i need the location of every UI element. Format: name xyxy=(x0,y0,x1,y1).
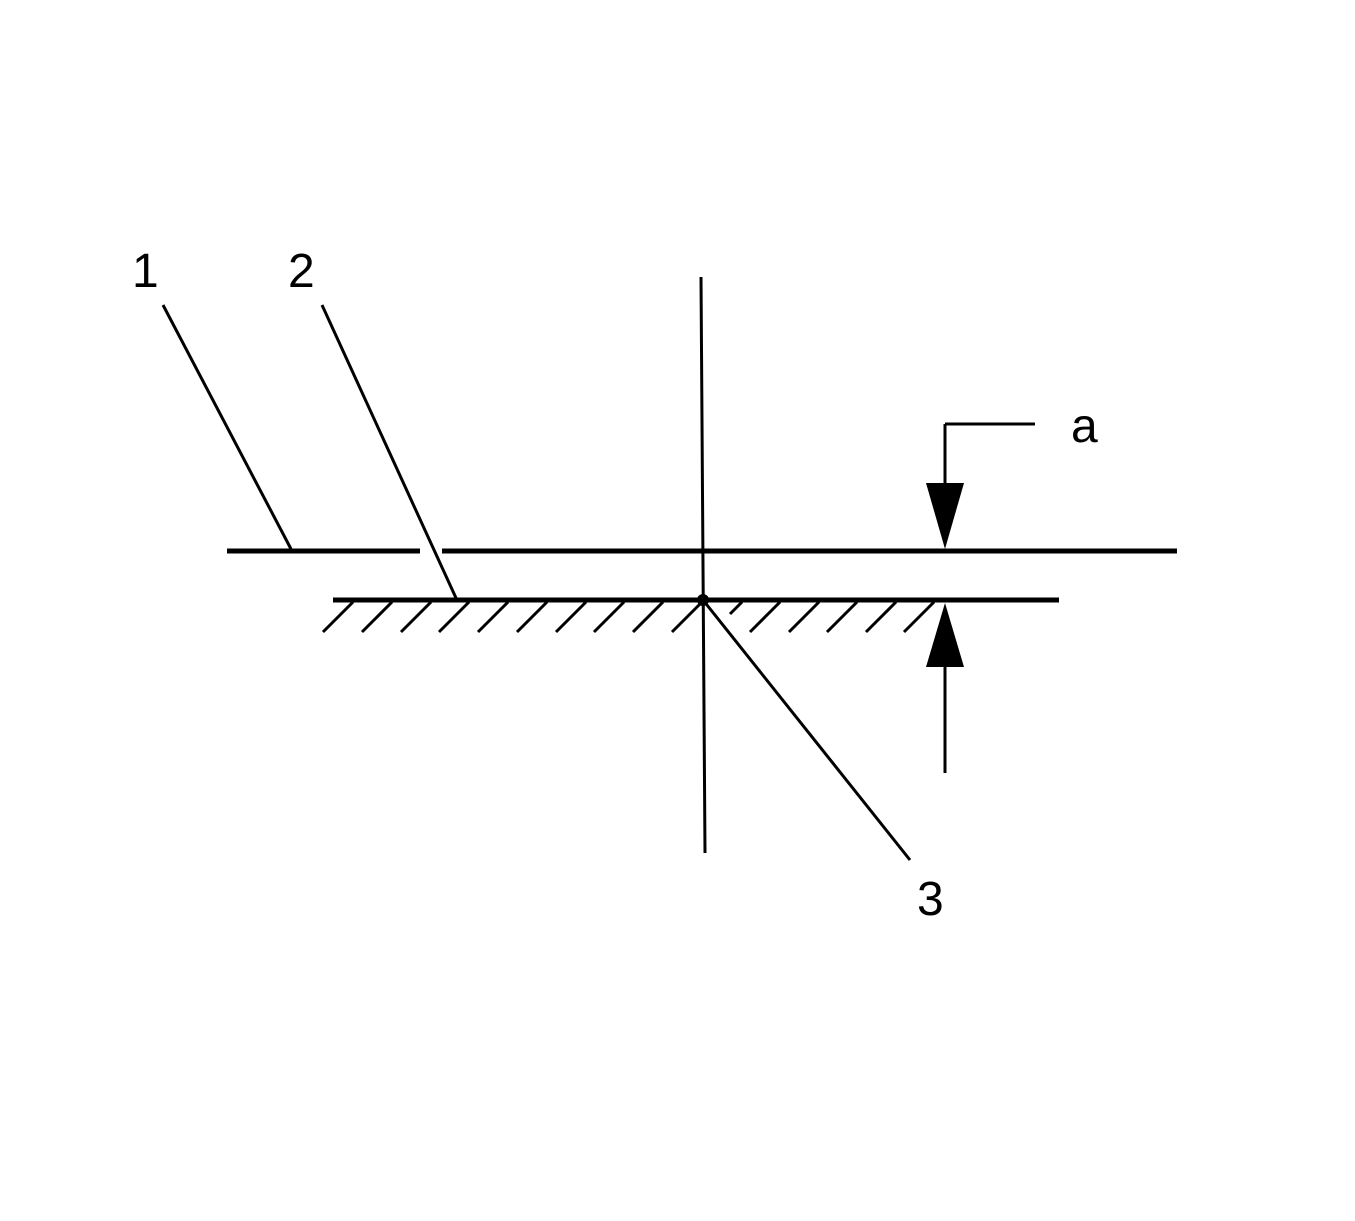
callout-label-2: 2 xyxy=(288,245,315,298)
callout-label-1: 1 xyxy=(132,245,159,298)
callout-label-3: 3 xyxy=(917,873,944,926)
leader-line-3 xyxy=(701,599,912,861)
leader-line-2 xyxy=(320,304,458,599)
dimension-arrow-up-icon xyxy=(926,603,964,667)
dimension-arrow-down-icon xyxy=(926,483,964,549)
surface-hatching xyxy=(321,600,936,634)
intersection-point xyxy=(697,594,709,606)
leader-line-1 xyxy=(161,304,293,550)
vertical-centerline xyxy=(699,276,707,854)
dimension-a-indicator xyxy=(926,422,1035,773)
dimension-label-a: a xyxy=(1071,400,1098,453)
